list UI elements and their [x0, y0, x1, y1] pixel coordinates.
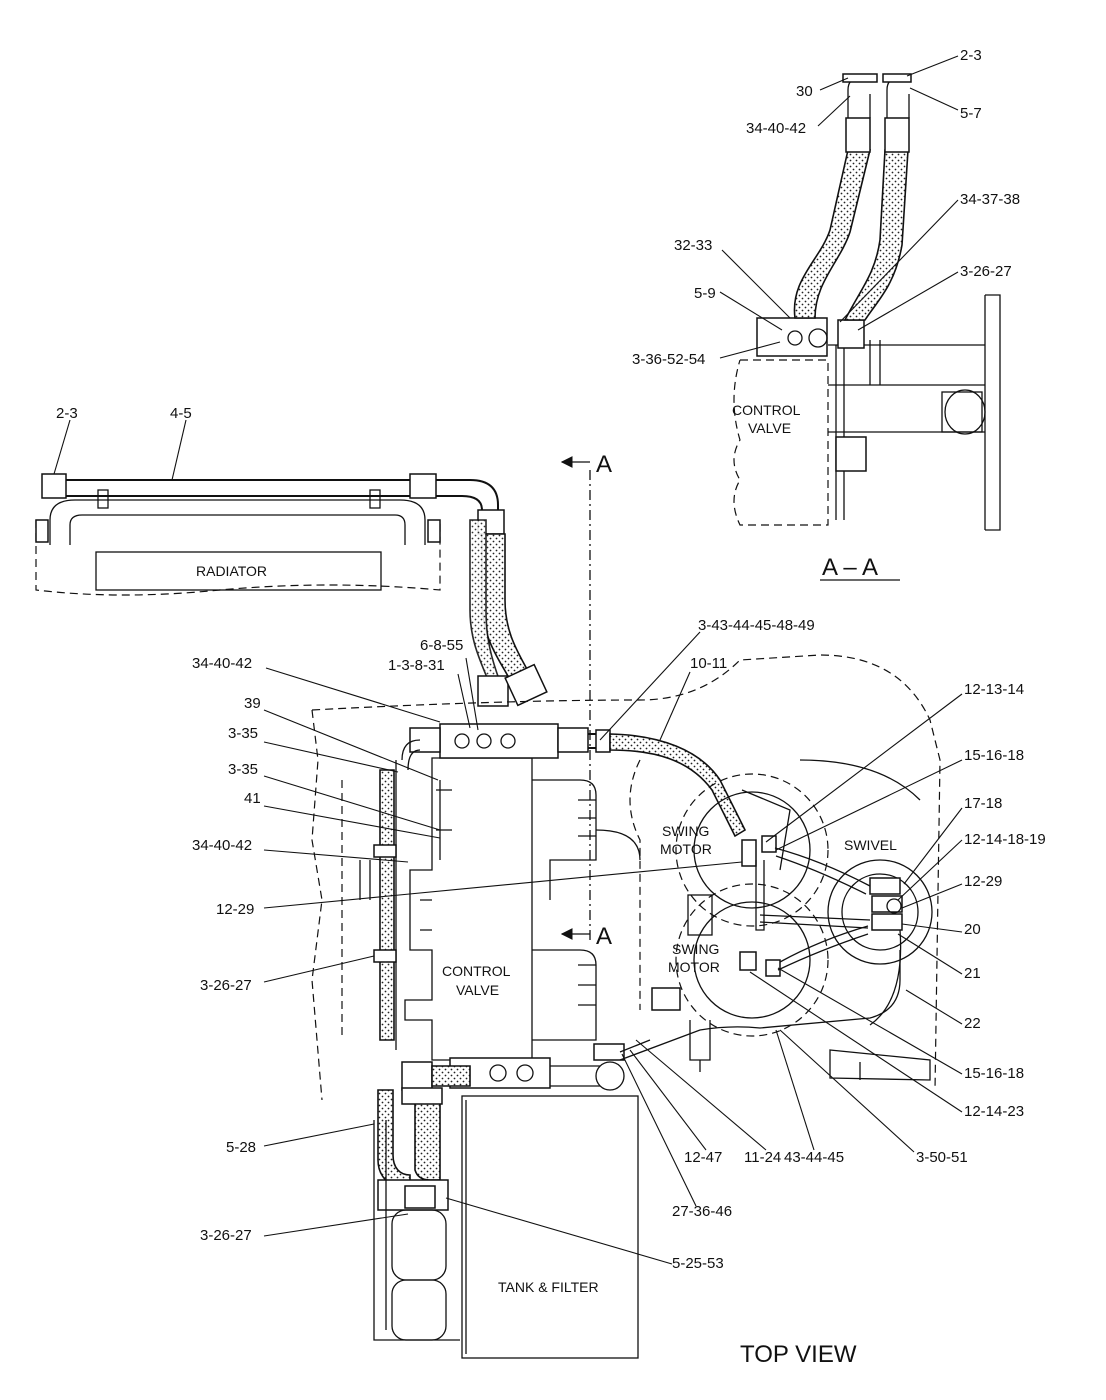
callout-6-8-55: 6-8-55: [420, 637, 463, 654]
radiator-label: RADIATOR: [196, 563, 267, 579]
callout-43-44-45: 43-44-45: [784, 1149, 844, 1166]
callout-21: 21: [964, 965, 981, 982]
callout-22: 22: [964, 1015, 981, 1032]
tank-filter-label: TANK & FILTER: [498, 1279, 599, 1295]
tank-and-filter: TANK & FILTER: [461, 1095, 639, 1359]
control-valve-label-line2: VALVE: [456, 982, 499, 998]
callout-41: 41: [244, 790, 261, 807]
section-callout-34-40-42: 34-40-42: [746, 120, 806, 137]
section-callout-5-9: 5-9: [694, 285, 716, 302]
section-marker-a-bottom: A: [596, 923, 612, 950]
hose-10-11: [609, 733, 747, 838]
swing-motor-upper-label-line1: SWING: [662, 823, 709, 839]
view-title: TOP VIEW: [740, 1341, 857, 1368]
section-callout-3-26-27: 3-26-27: [960, 263, 1012, 280]
callout-34-40-42-mid: 34-40-42: [192, 837, 252, 854]
section-line-a: A A: [560, 451, 612, 950]
swing-motor-lower-label-line2: MOTOR: [668, 959, 720, 975]
control-valve-bottom-manifold: [401, 950, 901, 1091]
callout-5-28: 5-28: [226, 1139, 256, 1156]
main-view-leaders: [263, 631, 963, 1265]
section-control-valve-label-line1: CONTROL: [732, 402, 801, 418]
callout-3-35-a: 3-35: [228, 725, 258, 742]
callout-12-13-14: 12-13-14: [964, 681, 1024, 698]
callout-3-26-27-mid: 3-26-27: [200, 977, 252, 994]
callout-12-29-left: 12-29: [216, 901, 254, 918]
section-a-a-view: A – A CONTROL VALVE 2-3 30 5-7 34-40-42 …: [632, 47, 1020, 581]
swivel: SWIVEL: [827, 837, 933, 965]
callout-1-3-8-31: 1-3-8-31: [388, 657, 445, 674]
callout-2-3-radiator: 2-3: [56, 405, 78, 422]
callout-12-14-23: 12-14-23: [964, 1103, 1024, 1120]
callout-15-16-18-bottom: 15-16-18: [964, 1065, 1024, 1082]
callout-27-36-46: 27-36-46: [672, 1203, 732, 1220]
callout-12-47: 12-47: [684, 1149, 722, 1166]
section-callout-5-7: 5-7: [960, 105, 982, 122]
callout-15-16-18-top: 15-16-18: [964, 747, 1024, 764]
swing-motor-lower-label-line1: SWING: [672, 941, 719, 957]
callout-3-43-44-45-48-49: 3-43-44-45-48-49: [698, 617, 815, 634]
swivel-label: SWIVEL: [844, 837, 897, 853]
upper-frame-outline: [311, 654, 941, 1101]
callout-3-35-b: 3-35: [228, 761, 258, 778]
callout-17-18: 17-18: [964, 795, 1002, 812]
callout-10-11: 10-11: [690, 655, 727, 672]
callout-12-29-right: 12-29: [964, 873, 1002, 890]
main-view-callouts: 6-8-55 1-3-8-31 34-40-42 39 3-35 3-35 41…: [192, 617, 1046, 1272]
section-callout-32-33: 32-33: [674, 237, 712, 254]
section-control-valve-label-line2: VALVE: [748, 420, 791, 436]
section-callout-34-37-38: 34-37-38: [960, 191, 1020, 208]
swing-motor-upper: SWING MOTOR: [660, 773, 829, 927]
callout-12-14-18-19: 12-14-18-19: [964, 831, 1046, 848]
callout-5-25-53: 5-25-53: [672, 1255, 724, 1272]
callout-39: 39: [244, 695, 261, 712]
control-valve-label-line1: CONTROL: [442, 963, 511, 979]
section-callout-30: 30: [796, 83, 813, 100]
lower-left-hoses: [373, 1087, 460, 1341]
callout-4-5: 4-5: [170, 405, 192, 422]
radiator-assembly: RADIATOR 2-3 4-5: [35, 405, 548, 707]
swing-motor-upper-label-line2: MOTOR: [660, 841, 712, 857]
callout-34-40-42-top: 34-40-42: [192, 655, 252, 672]
section-a-a-title: A – A: [822, 554, 878, 581]
section-marker-a-top: A: [596, 451, 612, 478]
swivel-hoses: [755, 847, 902, 1026]
section-callout-3-36-52-54: 3-36-52-54: [632, 351, 705, 368]
swing-motor-lower: SWING MOTOR: [651, 883, 829, 1072]
control-valve-body: CONTROL VALVE: [404, 757, 641, 1061]
control-valve-top-manifold: [409, 723, 611, 759]
callout-3-26-27-bottom: 3-26-27: [200, 1227, 252, 1244]
callout-11-24: 11-24: [744, 1149, 781, 1166]
callout-3-50-51: 3-50-51: [916, 1149, 968, 1166]
left-hose-bundle: [359, 739, 452, 1050]
section-callout-2-3: 2-3: [960, 47, 982, 64]
callout-20: 20: [964, 921, 981, 938]
